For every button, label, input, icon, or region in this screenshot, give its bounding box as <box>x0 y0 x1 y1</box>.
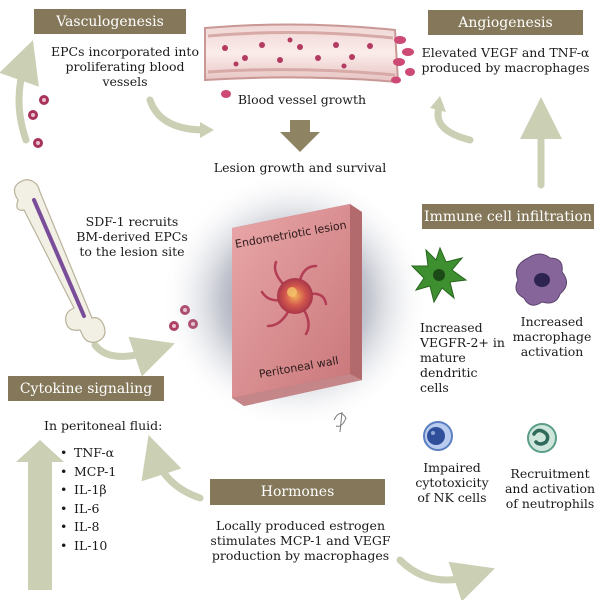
cytokine-list: TNF-α MCP-1 IL-1β IL-6 IL-8 IL-10 <box>60 444 116 555</box>
header-cytokine-signaling: Cytokine signaling <box>8 376 164 401</box>
macrophage-icon <box>515 253 567 306</box>
vegfr-text: Increased VEGFR-2+ in mature dendritic c… <box>420 320 505 395</box>
neutrophil-icon <box>527 423 557 453</box>
header-angiogenesis: Angiogenesis <box>428 10 583 35</box>
lesion <box>260 260 328 336</box>
curved-arrow-vasculo <box>146 96 209 134</box>
peritoneal-fluid-label: In peritoneal fluid: <box>44 418 163 433</box>
lesion-growth-label: Lesion growth and survival <box>213 160 387 175</box>
bone-illustration <box>13 179 106 343</box>
arrow-angio-head <box>430 96 446 112</box>
header-vasculogenesis: Vasculogenesis <box>34 9 186 34</box>
curved-arrow-bottom <box>396 556 495 600</box>
down-arrow <box>280 120 320 152</box>
header-hormones: Hormones <box>210 479 385 505</box>
vasculogenesis-text: EPCs incorporated into proliferating blo… <box>51 44 199 89</box>
cytokine-item: IL-8 <box>60 518 116 537</box>
arrow-vasculo-head <box>200 122 214 138</box>
hormones-text: Locally produced estrogen stimulates MCP… <box>210 518 391 563</box>
curved-arrow-bone <box>91 336 175 377</box>
cytokine-up-arrow <box>16 440 64 590</box>
blood-vessel-label: Blood vessel growth <box>237 92 367 107</box>
cytokine-item: MCP-1 <box>60 463 116 482</box>
artist-signature <box>333 411 347 433</box>
sdf1-text: SDF-1 recruits BM-derived EPCs to the le… <box>76 214 188 259</box>
cytokine-item: TNF-α <box>60 444 116 463</box>
curved-arrow-left-top <box>0 40 39 144</box>
blood-vessel <box>204 23 415 98</box>
nk-cell-icon <box>423 421 453 451</box>
cytokine-item: IL-1β <box>60 481 116 500</box>
cytokine-item: IL-10 <box>60 537 116 556</box>
neutrophils-text: Recruitment and activation of neutrophil… <box>504 466 596 511</box>
cytokine-item: IL-6 <box>60 500 116 519</box>
header-immune-cell-infiltration: Immune cell infiltration <box>422 204 594 229</box>
macrophage-activation-text: Increased macrophage activation <box>512 314 592 359</box>
curved-arrow-hormones <box>141 435 204 502</box>
angiogenesis-text: Elevated VEGF and TNF-α produced by macr… <box>421 45 590 75</box>
nk-cells-text: Impaired cytotoxicity of NK cells <box>415 460 489 505</box>
dendritic-cell-icon <box>410 246 468 304</box>
